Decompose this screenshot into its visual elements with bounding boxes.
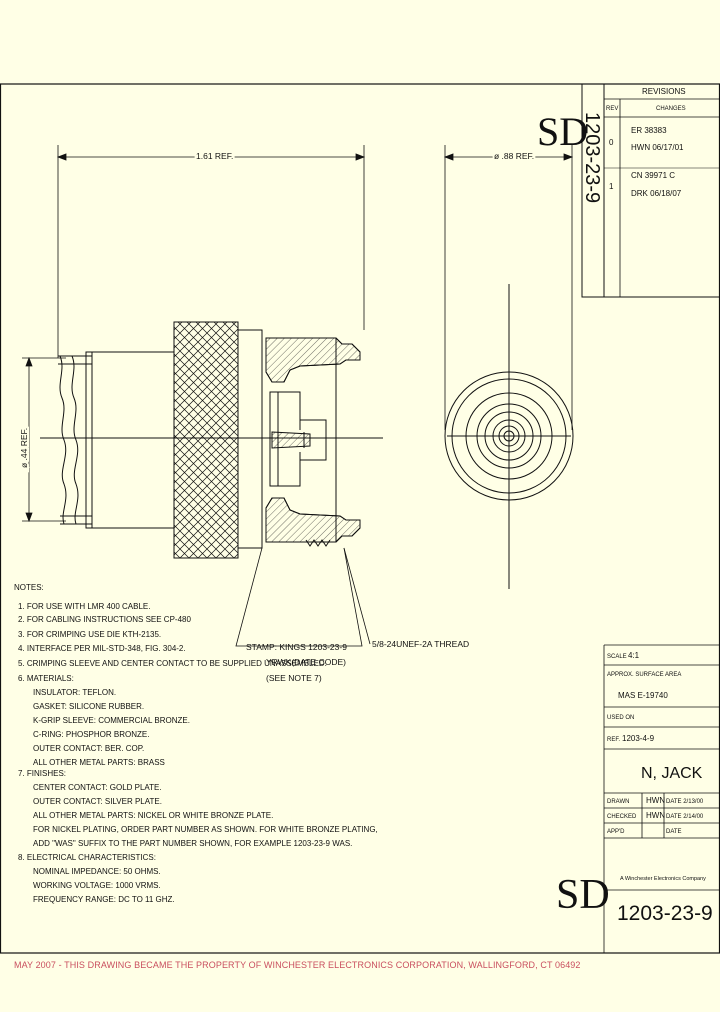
ref-label: REF. (607, 737, 620, 743)
part-number-vertical: 1203-23-9 (581, 112, 603, 203)
revision-0-line1: ER 38383 (631, 126, 667, 135)
revision-1-line1: CN 39971 C (631, 171, 675, 180)
drawing-number: 1203-23-9 (617, 902, 713, 925)
ref-value: 1203-4-9 (622, 734, 655, 743)
approved-date: DATE (666, 829, 682, 835)
front-view-centerlines (447, 284, 571, 589)
used-on-label: USED ON (607, 715, 634, 721)
stamp-callout-line2: YRWK(DATE CODE) (266, 657, 346, 667)
title-block (603, 644, 720, 953)
stamp-callout-line1: STAMP: KINGS 1203-23-9 (246, 642, 347, 652)
company-line: A Winchester Electronics Company (620, 876, 706, 882)
thread-callout: 5/8-24UNEF-2A THREAD (372, 639, 469, 649)
revision-0-line2: HWN 06/17/01 (631, 143, 684, 152)
applicability-label: APPROX. SURFACE AREA (607, 672, 681, 678)
sd-logo-bottom: SD (556, 872, 610, 918)
drawn-label: DRAWN (607, 799, 629, 805)
note-line: 2. FOR CABLING INSTRUCTIONS SEE CP-480 (18, 615, 191, 624)
note-line: 6. MATERIALS: (18, 674, 74, 683)
revision-0-rev: 0 (609, 138, 614, 147)
note-line: ADD "WAS" SUFFIX TO THE PART NUMBER SHOW… (33, 839, 352, 848)
note-line: ALL OTHER METAL PARTS: BRASS (33, 758, 165, 767)
drawn-date: DATE 2/13/00 (666, 799, 704, 805)
note-line: FREQUENCY RANGE: DC TO 11 GHZ. (33, 895, 175, 904)
front-diameter-dimension (443, 145, 574, 430)
approved-label: APP'D (607, 829, 625, 835)
notes-block: NOTES: 1. FOR USE WITH LMR 400 CABLE. 2.… (14, 583, 378, 904)
note-line: 7. FINISHES: (18, 769, 66, 778)
note-line: C-RING: PHOSPHOR BRONZE. (33, 730, 149, 739)
part-number-tab (581, 83, 605, 298)
side-diameter-label: ø .44 REF. (19, 428, 29, 468)
checked-label: CHECKED (607, 814, 637, 820)
checked-date: DATE 2/14/00 (666, 814, 704, 820)
note-line: K-GRIP SLEEVE: COMMERCIAL BRONZE. (33, 716, 190, 725)
length-dimension-label: 1.61 REF. (196, 151, 233, 161)
revisions-col-changes: CHANGES (656, 106, 686, 112)
note-line: GASKET: SILICONE RUBBER. (33, 702, 144, 711)
revisions-title: REVISIONS (642, 87, 686, 96)
note-line: 3. FOR CRIMPING USE DIE KTH-2135. (18, 630, 161, 639)
sd-logo-top: SD (537, 109, 588, 154)
stamp-callout-line3: (SEE NOTE 7) (266, 673, 322, 683)
revisions-col-rev: REV (606, 106, 618, 112)
front-diameter-label: ø .88 REF. (494, 151, 534, 161)
length-dimension (56, 145, 366, 358)
note-line: NOMINAL IMPEDANCE: 50 OHMS. (33, 867, 161, 876)
revisions-block: REVISIONS REV CHANGES 0 ER 38383 HWN 06/… (603, 83, 720, 298)
checked-by: HWN (646, 811, 665, 820)
side-diameter-dimension (22, 356, 66, 523)
scale-label: SCALE (607, 654, 627, 660)
notes-heading: NOTES: (14, 583, 44, 592)
note-line: 8. ELECTRICAL CHARACTERISTICS: (18, 853, 156, 862)
scale-value: 4:1 (628, 651, 640, 660)
note-line: OUTER CONTACT: BER. COP. (33, 744, 144, 753)
note-line: OUTER CONTACT: SILVER PLATE. (33, 797, 162, 806)
revision-1-line2: DRK 06/18/07 (631, 189, 682, 198)
revision-1-rev: 1 (609, 182, 614, 191)
note-line: ALL OTHER METAL PARTS: NICKEL OR WHITE B… (33, 811, 273, 820)
note-line: 1. FOR USE WITH LMR 400 CABLE. (18, 602, 150, 611)
callout-leaders (235, 547, 371, 647)
note-line: 5. CRIMPING SLEEVE AND CENTER CONTACT TO… (18, 659, 327, 668)
note-line: INSULATOR: TEFLON. (33, 688, 116, 697)
note-line: WORKING VOLTAGE: 1000 VRMS. (33, 881, 161, 890)
part-description: N, JACK (641, 765, 703, 782)
ownership-notice: MAY 2007 - THIS DRAWING BECAME THE PROPE… (14, 960, 581, 970)
note-line: 4. INTERFACE PER MIL-STD-348, FIG. 304-2… (18, 644, 186, 653)
spec-value: MAS E-19740 (618, 691, 668, 700)
connector-side-view (58, 321, 361, 559)
note-line: FOR NICKEL PLATING, ORDER PART NUMBER AS… (33, 825, 378, 834)
note-line: CENTER CONTACT: GOLD PLATE. (33, 783, 162, 792)
drawn-by: HWN (646, 796, 665, 805)
